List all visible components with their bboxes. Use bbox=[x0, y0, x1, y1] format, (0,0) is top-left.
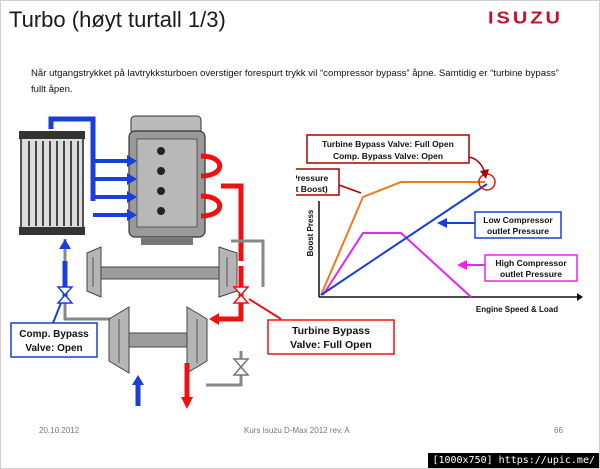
isuzu-logo: ISUZU bbox=[488, 8, 563, 28]
comp-bypass-label-line2: Valve: Open bbox=[25, 343, 82, 354]
footer-page-number: 66 bbox=[554, 426, 563, 435]
total-pressure-label-line1: Total Pressure bbox=[296, 173, 328, 183]
total-pressure-label-line2: (Target Boost) bbox=[296, 184, 328, 194]
slide-body-text: Når utgangstrykket på lavtrykksturboen o… bbox=[31, 68, 559, 95]
low-compressor-label-line2: outlet Pressure bbox=[487, 226, 549, 236]
low-compressor-label-line1: Low Compressor bbox=[483, 215, 553, 225]
valve-icon bbox=[232, 286, 250, 304]
total-pressure-line bbox=[320, 181, 485, 296]
graph-top-label-line2: Comp. Bypass Valve: Open bbox=[333, 151, 443, 161]
graph-top-label-line1: Turbine Bypass Valve: Full Open bbox=[322, 139, 454, 149]
high-compressor-label-line1: High Compressor bbox=[495, 258, 567, 268]
comp-bypass-label-line1: Comp. Bypass bbox=[19, 329, 89, 340]
engine-block-icon bbox=[128, 115, 206, 245]
valve-icon bbox=[232, 358, 250, 376]
footer-course: Kurs Isuzu D-Max 2012 rev. A bbox=[244, 426, 350, 435]
radiator-icon bbox=[19, 131, 85, 235]
turbine-bypass-label: Turbine Bypass Valve: Full Open bbox=[267, 319, 395, 355]
high-compressor-label-line2: outlet Pressure bbox=[500, 269, 562, 279]
slide-title: Turbo (høyt turtall 1/3) bbox=[9, 7, 226, 32]
y-axis-label: Boost Press bbox=[306, 209, 315, 256]
turbine-bypass-label-line2: Valve: Full Open bbox=[290, 339, 372, 351]
footer-date: 20.10.2012 bbox=[39, 426, 80, 435]
x-axis-label: Engine Speed & Load bbox=[476, 305, 558, 314]
turbocharger-icon bbox=[86, 246, 238, 298]
turbo-system-diagram: Comp. Bypass Valve: Open bbox=[10, 115, 282, 409]
boost-pressure-graph: Boost Press Engine Speed & Load Turbine … bbox=[296, 134, 583, 314]
turbine-bypass-label-line1: Turbine Bypass bbox=[292, 325, 370, 337]
valve-icon bbox=[56, 286, 74, 304]
watermark-badge: [1000x750] https://upic.me/ bbox=[428, 453, 599, 468]
turbocharger-icon bbox=[108, 306, 208, 374]
low-compressor-line bbox=[320, 183, 488, 296]
high-compressor-line bbox=[322, 232, 472, 298]
